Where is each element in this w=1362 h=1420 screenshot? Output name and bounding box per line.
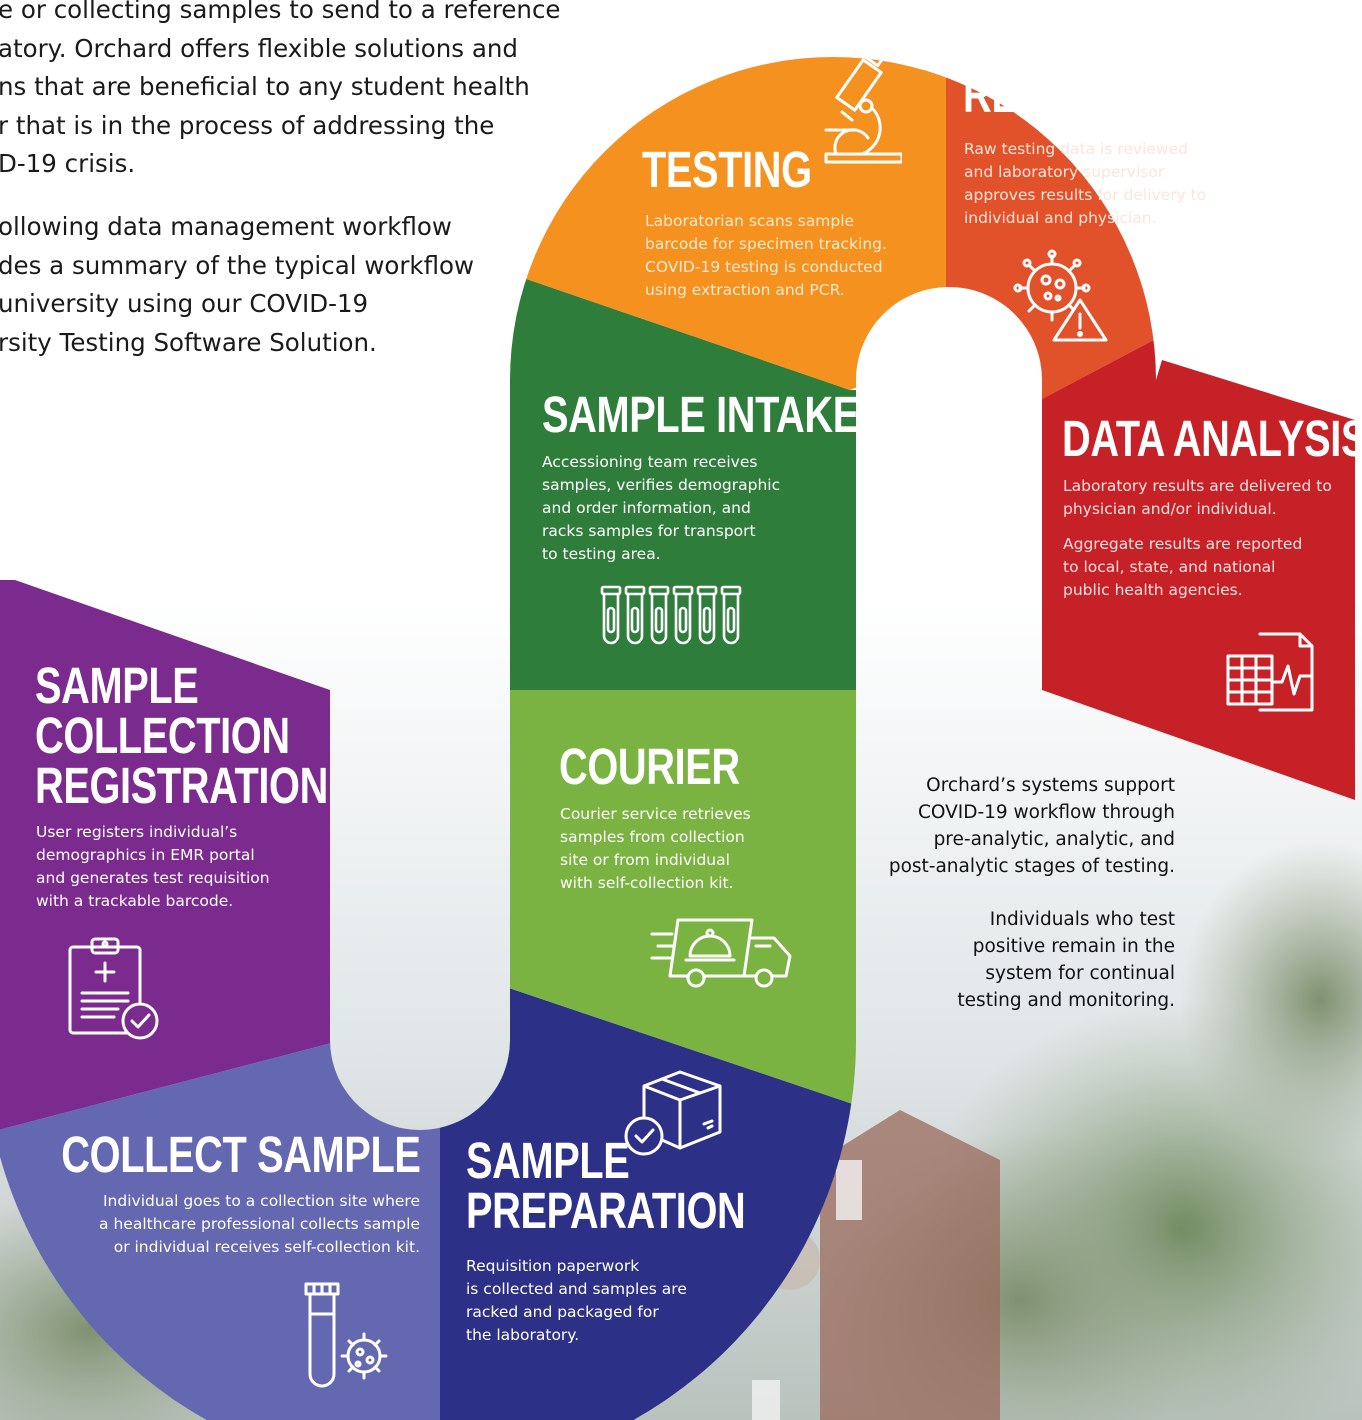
- collect-sample-description: Individual goes to a collection site whe…: [99, 1192, 420, 1256]
- courier-title: COURIER: [559, 738, 740, 795]
- data-analysis-description-1: Laboratory results are delivered to phys…: [1063, 477, 1332, 518]
- collect-sample-title: COLLECT SAMPLE: [60, 1126, 421, 1183]
- testing-title: TESTING: [642, 141, 812, 198]
- segment-registration: [0, 540, 420, 1140]
- virus-warning-icon: [1012, 248, 1110, 344]
- spreadsheet-chart-icon: [1224, 630, 1316, 714]
- sample-tubes-icon: [598, 584, 750, 646]
- data-analysis-title: DATA ANALYSIS: [1062, 410, 1362, 467]
- sample-intake-description: Accessioning team receives samples, veri…: [542, 453, 781, 563]
- background-barn-window: [752, 1380, 780, 1420]
- sample-intake-title: SAMPLE INTAKE: [542, 386, 859, 443]
- package-check-icon: [622, 1066, 726, 1162]
- background-barn: [820, 1110, 1000, 1420]
- test-tube-virus-icon: [300, 1278, 396, 1390]
- testing-description: Laboratorian scans sample barcode for sp…: [645, 212, 887, 299]
- sample-preparation-description: Requisition paperwork is collected and s…: [466, 1257, 687, 1344]
- courier-description: Courier service retrieves samples from c…: [560, 805, 751, 892]
- reporting-description: Raw testing data is reviewed and laborat…: [964, 140, 1207, 227]
- clipboard-check-icon: [66, 935, 162, 1043]
- reporting-title: REPORTING: [963, 66, 1196, 123]
- delivery-truck-icon: [650, 912, 792, 988]
- data-analysis-description-2: Aggregate results are reported to local,…: [1063, 535, 1303, 599]
- microscope-icon: [822, 50, 902, 164]
- sample-preparation-title: SAMPLE PREPARATION: [466, 1132, 746, 1239]
- registration-title: SAMPLE COLLECTION REGISTRATION: [35, 657, 328, 814]
- segment-courier: [500, 690, 900, 1120]
- workflow-note-1: Orchard’s systems support COVID-19 workf…: [888, 775, 1175, 877]
- background-tree: [1180, 840, 1362, 1160]
- workflow-note-2: Individuals who test positive remain in …: [957, 909, 1175, 1011]
- intro-paragraph-1: e or collecting samples to send to a ref…: [0, 0, 561, 178]
- segment-sample-intake: [500, 270, 900, 690]
- background-barn-window: [836, 1160, 862, 1220]
- registration-description: User registers individual’s demographics…: [36, 823, 270, 910]
- intro-paragraph-2: ollowing data management workflow des a …: [0, 212, 475, 357]
